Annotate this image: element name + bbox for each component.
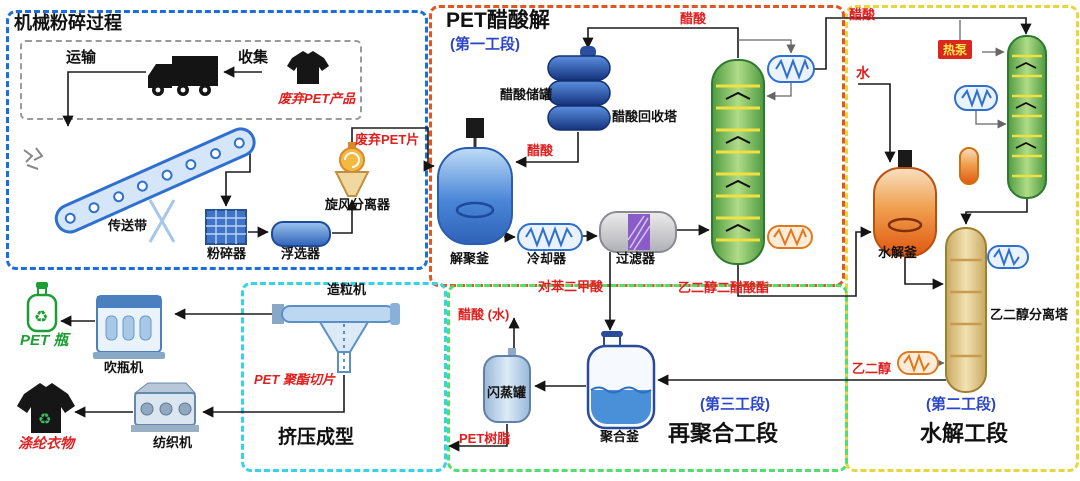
bottle-blower-label: 吹瓶机: [104, 360, 144, 375]
egda-label: 乙二醇二醋酸酯: [678, 280, 770, 295]
utility-lines: [738, 20, 1007, 368]
bottle-blowing-machine: [93, 295, 165, 359]
acetic-overhead-label: 醋酸: [680, 11, 707, 26]
section-hydrolysis-box: [845, 5, 1079, 472]
flash-tank: [483, 348, 531, 423]
polymerization-kettle: [586, 331, 656, 430]
reboiler-icon: [767, 225, 813, 249]
flash-tank-label: 闪蒸罐: [487, 385, 527, 400]
transport-label: 运输: [66, 49, 97, 66]
waste-pet-products-label: 废弃PET产品: [278, 91, 356, 106]
crusher-device: [205, 209, 247, 245]
acetic-recovery-tower: [711, 59, 765, 265]
acetic-storage-tank: [547, 46, 611, 131]
conveyor-label: 传送带: [108, 218, 148, 233]
acetolysis-title: PET醋酸解: [446, 9, 550, 32]
repolymerization-title: 再聚合工段: [668, 421, 779, 446]
stage2-label: (第二工段): [926, 396, 996, 413]
eg-separation-tower: [945, 227, 987, 393]
granulator-label: 造粒机: [327, 282, 367, 297]
pet-bottle-label: PET 瓶: [20, 332, 69, 349]
pet-bottle-icon: ♻: [26, 282, 58, 333]
shredded-pet-icon: [23, 147, 44, 170]
pet-chips-label: PET 聚酯切片: [254, 372, 335, 387]
depolymerization-kettle: [437, 118, 513, 245]
acetic-right-label: 醋酸: [849, 7, 876, 22]
collect-label: 收集: [238, 49, 269, 66]
acetic-water-label: 醋酸 (水): [458, 307, 510, 322]
granulator-machine: [272, 303, 400, 373]
hydrolysis-kettle: [873, 150, 937, 257]
filter-label: 过滤器: [616, 251, 656, 266]
stage3-label: (第三工段): [700, 396, 770, 413]
water-label: 水: [856, 65, 870, 81]
hydrolysis-top-tower: [1007, 35, 1047, 199]
conveyor-belt: [54, 127, 256, 243]
eg-reboiler-icon: [897, 351, 939, 375]
flotation-device: [271, 221, 331, 247]
svg-text:♻: ♻: [38, 411, 51, 428]
eg-condenser-icon: [987, 245, 1029, 269]
cooler-device: [517, 223, 583, 251]
recovery-tower-label: 醋酸回收塔: [612, 109, 678, 124]
poly-kettle-label: 聚合釜: [600, 429, 640, 444]
eg-label: 乙二醇: [852, 361, 892, 376]
pet-resin-label: PET树脂: [459, 431, 511, 446]
flow-lines: [60, 17, 1032, 452]
extrusion-title: 挤压成型: [278, 427, 355, 448]
polyester-clothes-label: 涤纶衣物: [18, 435, 74, 451]
truck-icon: [148, 56, 218, 96]
acetic-feed-label: 醋酸: [527, 143, 554, 158]
eg-tower-label: 乙二醇分离塔: [990, 307, 1069, 322]
hydrolysis-orange-vessel: [959, 147, 979, 185]
section-mechanical-box: [6, 10, 428, 270]
collection-subbox: [20, 40, 362, 120]
tpa-label: 对苯二甲酸: [538, 279, 604, 294]
condenser-icon: [767, 55, 815, 83]
filter-device: [599, 211, 677, 253]
clothes-icon: [287, 51, 329, 84]
acetic-tank-label: 醋酸储罐: [500, 87, 553, 102]
depoly-kettle-label: 解聚釜: [450, 251, 490, 266]
heat-pump-badge: 热泵: [938, 40, 973, 59]
cooler-label: 冷却器: [527, 251, 567, 266]
hydrolysis-title: 水解工段: [920, 421, 1009, 446]
waste-pet-flakes-label: 废弃PET片: [355, 132, 420, 147]
mechanical-title: 机械粉碎过程: [14, 13, 122, 33]
section-extrusion-box: [241, 282, 447, 472]
svg-text:♻: ♻: [34, 309, 48, 326]
stage1-label: (第一工段): [450, 36, 520, 53]
tshirt-recycle-icon: ♻: [17, 383, 75, 433]
textile-machine-label: 纺织机: [153, 435, 193, 450]
cyclone-label: 旋风分离器: [325, 197, 391, 212]
cyclone-separator-icon: [334, 142, 370, 197]
hydro-kettle-label: 水解釜: [878, 245, 918, 260]
hydrolysis-condenser-icon: [954, 85, 998, 111]
textile-machine: [131, 382, 199, 432]
section-repolymerization-box: [447, 284, 848, 472]
flotation-label: 浮选器: [281, 246, 321, 261]
crusher-label: 粉碎器: [207, 246, 247, 261]
